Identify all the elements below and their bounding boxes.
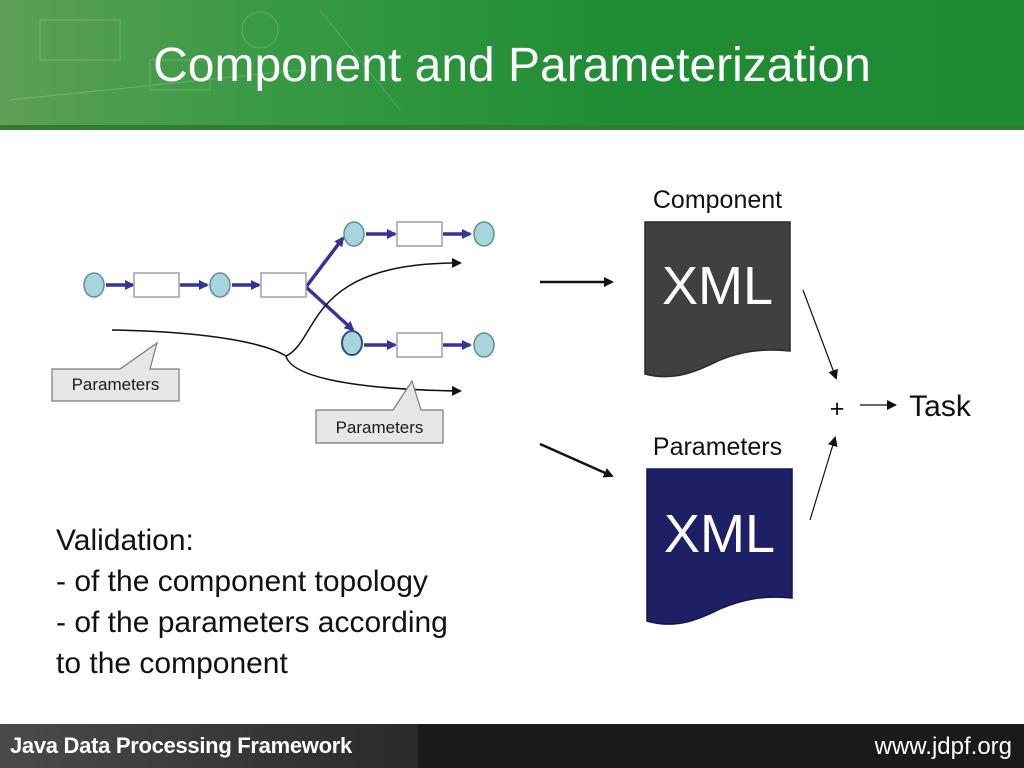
footer-brand-panel: Java Data Processing Framework	[0, 724, 418, 768]
plus-sign: +	[829, 395, 845, 423]
pipeline-box	[396, 221, 443, 247]
banner-texture	[9, 9, 401, 111]
component-xml-document	[644, 221, 791, 378]
callout-left-box	[51, 341, 180, 402]
validation-line: to the component	[56, 647, 288, 680]
footer-bar: Java Data Processing Framework www.jdpf.…	[0, 724, 1024, 768]
pipeline-node	[341, 330, 363, 356]
pipeline-node	[343, 221, 365, 247]
callout-right-box	[315, 379, 444, 444]
pipeline-node	[83, 272, 105, 298]
parameters-caption: Parameters	[652, 433, 783, 461]
validation-text: Validation: - of the component topology …	[56, 520, 448, 684]
parameters-xml-label: XML	[663, 504, 776, 564]
validation-line: - of the parameters according	[56, 606, 448, 639]
arrow-component-to-plus	[802, 289, 838, 380]
pipeline-box	[260, 272, 307, 298]
validation-title: Validation:	[56, 524, 194, 557]
pipe-arrow	[304, 236, 345, 289]
callout-right-label: Parameters	[335, 418, 424, 437]
pipeline-node	[473, 221, 495, 247]
pipe-arrow	[304, 285, 355, 332]
banner-underline	[0, 125, 1024, 130]
footer-brand: Java Data Processing Framework	[10, 733, 352, 758]
pipeline-box	[133, 272, 180, 298]
component-xml-label: XML	[661, 256, 774, 316]
task-label: Task	[909, 390, 971, 423]
parameter-curve	[285, 257, 462, 357]
arrow-parameters-to-plus	[809, 436, 838, 521]
parameter-curve	[285, 355, 462, 396]
arrow-to-parameters	[539, 442, 614, 478]
callout-left-label: Parameters	[71, 375, 160, 394]
pipeline-node	[473, 332, 495, 358]
parameters-xml-document	[646, 468, 793, 625]
component-caption: Component	[652, 186, 783, 214]
validation-line: - of the component topology	[56, 565, 428, 598]
pipeline-box	[396, 332, 443, 358]
parameter-curve	[111, 329, 287, 357]
slide-title: Component and Parameterization	[153, 39, 871, 92]
footer-url: www.jdpf.org	[874, 733, 1012, 760]
pipeline-node	[209, 272, 231, 298]
title-banner: Component and Parameterization	[0, 0, 1024, 130]
